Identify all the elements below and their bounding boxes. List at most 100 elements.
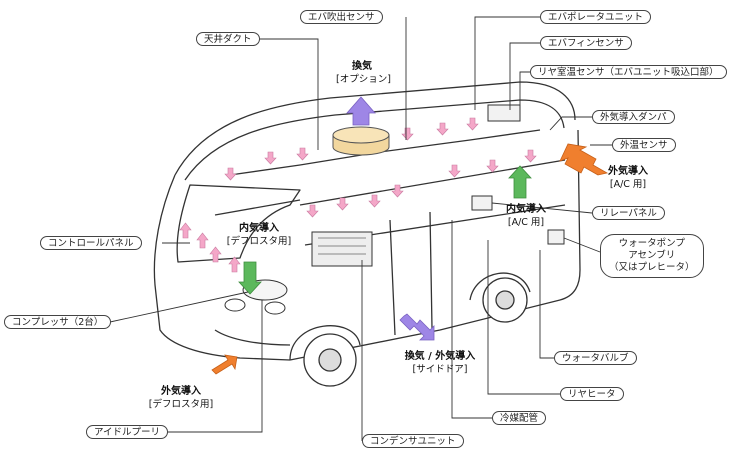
interior-front-rail (214, 199, 301, 216)
side-door-arrow (399, 313, 435, 341)
note-outside-air-defrost: 外気導入 [デフロスタ用] (144, 385, 218, 411)
label-outside-air-damper: 外気導入ダンパ (592, 110, 675, 124)
front-face (153, 174, 291, 361)
compressor-unit (311, 231, 373, 267)
roof-hatch (332, 126, 390, 156)
airflow-arrow (264, 151, 277, 165)
leader-eva-fin-sensor (509, 42, 540, 110)
roof-inner-line (184, 99, 565, 181)
label-outside-temp-sensor: 外温センサ (612, 138, 676, 152)
airflow-arrow (524, 149, 537, 163)
leader-idle-pulley (166, 300, 263, 433)
water-pump-box (547, 229, 565, 245)
bus-body (153, 81, 581, 361)
leader-rear-room-temp-sensor (519, 71, 530, 110)
roof-outline (174, 81, 576, 176)
water-pump-line-2: アセンブリ (628, 250, 676, 261)
label-ceiling-duct: 天井ダクト (196, 32, 260, 46)
airflow-arrow (486, 159, 499, 173)
headlight-right (264, 301, 286, 315)
leader-evaporator-unit (474, 16, 540, 110)
components (471, 104, 565, 245)
compressor-fins (318, 237, 366, 255)
airflow-arrow (306, 204, 319, 218)
leader-water-valve (539, 250, 554, 359)
leader-outside-air-damper (549, 116, 592, 131)
airflow-arrow (436, 122, 449, 136)
label-control-panel: コントロールパネル (40, 236, 142, 250)
leader-compressor (109, 291, 249, 323)
water-pump-line-1: ウォータポンプ (618, 238, 685, 249)
leader-relay-panel (491, 202, 593, 214)
label-compressor: コンプレッサ（2台） (4, 315, 112, 329)
airflow-arrows (179, 117, 537, 273)
note-outside-air-ac-sub: [A/C 用] (609, 179, 647, 190)
airflow-arrow (209, 246, 222, 263)
note-outside-air-defrost-sub: [デフロスタ用] (148, 399, 214, 410)
label-eva-fin-sensor: エバフィンセンサ (540, 36, 632, 50)
water-pump-line-3: （又はプレヒータ） (609, 262, 695, 273)
note-ventilation: 換気 [オプション] (336, 60, 391, 86)
rear-wheel-hub (495, 290, 515, 310)
airflow-arrow (179, 222, 192, 239)
windshield (176, 184, 301, 263)
wheels (303, 277, 528, 387)
evaporator-box (487, 104, 521, 122)
label-evaporator-unit: エバポレータユニット (540, 10, 652, 24)
front-wheel-arch (289, 325, 361, 361)
label-eva-outlet-sensor: エバ吹出センサ (300, 10, 383, 24)
note-side-door-sub: [サイドドア] (412, 364, 468, 375)
headlights (224, 298, 286, 315)
note-inside-air-defrost-title: 内気導入 (239, 223, 279, 234)
label-rear-room-temp-sensor: リヤ室温センサ（エバユニット吸込口部） (530, 65, 727, 79)
side-lower-body (289, 129, 581, 361)
note-inside-air-defrost: 内気導入 [デフロスタ用] (222, 222, 296, 248)
label-rear-heater: リヤヒータ (560, 387, 624, 401)
label-water-pump: ウォータポンプ アセンブリ （又はプレヒータ） (600, 234, 704, 278)
note-outside-air-ac-title: 外気導入 (608, 166, 648, 177)
inside-air-ac-arrow (508, 165, 532, 199)
leader-rear-heater (487, 240, 560, 395)
airflow-arrow (448, 164, 461, 178)
note-side-door: 換気 / 外気導入 [サイドドア] (392, 350, 488, 376)
note-side-door-title: 換気 / 外気導入 (404, 351, 476, 362)
ventilation-arrow (346, 96, 376, 126)
airflow-arrow (336, 197, 349, 211)
rear-wheel-arch (469, 272, 531, 301)
headlight-left (224, 298, 246, 312)
relay-box (471, 195, 493, 211)
airflow-arrow (466, 117, 479, 131)
leader-lines (109, 16, 612, 441)
leader-water-pump (563, 237, 601, 253)
note-ventilation-title: 換気 (352, 61, 372, 72)
note-outside-air-defrost-title: 外気導入 (161, 386, 201, 397)
inside-air-defrost-arrow (238, 261, 262, 295)
label-water-valve: ウォータバルブ (554, 351, 637, 365)
label-refrigerant-pipe: 冷媒配管 (492, 411, 547, 425)
front-wheel-hub (318, 348, 342, 372)
label-condenser-unit: コンデンサユニット (362, 434, 464, 448)
airflow-arrow (296, 147, 309, 161)
airflow-arrow (224, 167, 237, 181)
note-inside-air-ac-sub: [A/C 用] (507, 217, 545, 228)
note-outside-air-ac: 外気導入 [A/C 用] (596, 165, 660, 191)
airflow-arrow (391, 184, 404, 198)
label-idle-pulley: アイドルプーリ (86, 425, 169, 439)
side-door-frame (389, 211, 433, 336)
leader-ceiling-duct (258, 38, 319, 150)
airflow-arrow (401, 127, 414, 141)
label-relay-panel: リレーパネル (592, 206, 665, 220)
outside-air-defrost-arrow (211, 354, 238, 375)
airflow-arrow (196, 232, 209, 249)
airflow-arrow (228, 256, 241, 273)
note-ventilation-sub: [オプション] (336, 74, 391, 85)
note-inside-air-defrost-sub: [デフロスタ用] (226, 236, 292, 247)
note-inside-air-ac-title: 内気導入 (506, 204, 546, 215)
leader-refrigerant-pipe (451, 220, 492, 419)
note-inside-air-ac: 内気導入 [A/C 用] (496, 203, 556, 229)
front-bumper (214, 329, 291, 346)
outside-air-ac-arrow (559, 143, 609, 176)
airflow-arrow (368, 194, 381, 208)
